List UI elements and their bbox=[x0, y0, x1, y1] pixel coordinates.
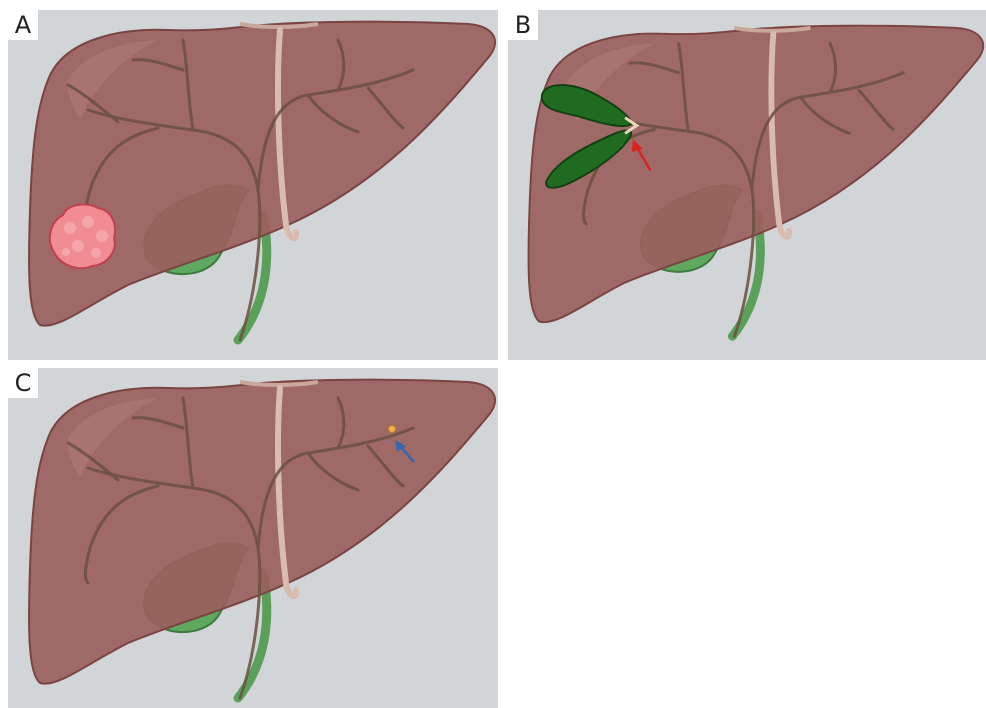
liver-illustration-lesion bbox=[8, 368, 498, 708]
liver-illustration-tumor bbox=[8, 10, 498, 360]
panel-label-b: B bbox=[508, 10, 538, 40]
panel-label-c: C bbox=[8, 368, 38, 398]
lesion-marker bbox=[389, 426, 396, 433]
panel-c: C bbox=[8, 368, 498, 708]
panel-label-a: A bbox=[8, 10, 38, 40]
panel-a: A bbox=[8, 10, 498, 360]
liver-illustration-resection bbox=[508, 10, 986, 360]
panel-b: B bbox=[508, 10, 986, 360]
